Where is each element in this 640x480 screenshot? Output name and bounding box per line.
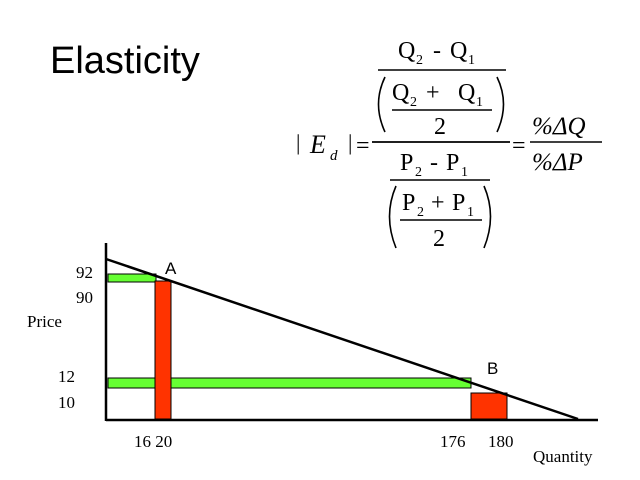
elasticity-symbol: E [309, 130, 326, 159]
y-axis-label: Price [27, 312, 62, 331]
point-a-label: A [165, 259, 177, 278]
x-axis-label: Quantity [533, 447, 593, 466]
minus-sign: - [430, 150, 438, 176]
slide-title: Elasticity [50, 40, 200, 82]
quantity-change-rect-a [154, 280, 172, 420]
q2-symbol: Q [398, 38, 415, 64]
divisor-two: 2 [433, 226, 445, 252]
divisor-two: 2 [434, 114, 446, 140]
elasticity-subscript: d [330, 148, 338, 164]
y-tick-10: 10 [58, 393, 75, 412]
q1-subscript: 1 [476, 95, 483, 110]
abs-bar-left: | [296, 130, 300, 155]
x-tick-16-20: 16 20 [134, 432, 172, 451]
abs-bar-right: | [348, 130, 352, 155]
p1-subscript: 1 [467, 205, 474, 220]
x-tick-176: 176 [440, 432, 466, 451]
q2-subscript: 2 [416, 53, 423, 68]
demand-graph: A B 92 90 12 10 Price 16 20 176 180 Quan… [27, 243, 598, 466]
plus-sign: + [431, 190, 445, 216]
left-paren [377, 76, 386, 133]
q2-symbol: Q [392, 80, 409, 106]
point-b-label: B [487, 359, 498, 378]
y-tick-12: 12 [58, 367, 75, 386]
quantity-change-rect-b [470, 392, 508, 420]
equals-sign-2: = [512, 133, 526, 159]
p2-subscript: 2 [415, 165, 422, 180]
quantity-numerator: Q 2 - Q 1 [398, 38, 475, 68]
x-tick-180: 180 [488, 432, 514, 451]
percent-change-quantity: %ΔQ [532, 113, 586, 140]
y-tick-92: 92 [76, 263, 93, 282]
p1-subscript: 1 [461, 165, 468, 180]
q2-subscript: 2 [410, 95, 417, 110]
elasticity-formula: | E d | = Q 2 - Q 1 Q 2 + Q 1 2 [296, 38, 602, 252]
p1-symbol: P [452, 190, 465, 216]
y-tick-90: 90 [76, 288, 93, 307]
p2-subscript: 2 [417, 205, 424, 220]
equals-sign-1: = [356, 133, 370, 159]
left-paren [388, 185, 397, 249]
plus-sign: + [426, 80, 440, 106]
minus-sign: - [433, 38, 441, 64]
percent-change-price: %ΔP [532, 149, 583, 176]
q1-symbol: Q [458, 80, 475, 106]
price-numerator: P 2 - P 1 [400, 150, 468, 180]
p1-symbol: P [446, 150, 459, 176]
quantity-denominator: Q 2 + Q 1 2 [377, 76, 505, 140]
right-paren [496, 76, 505, 133]
q1-subscript: 1 [468, 53, 475, 68]
q1-symbol: Q [450, 38, 467, 64]
p2-symbol: P [400, 150, 413, 176]
price-denominator: P 2 + P 1 2 [388, 185, 492, 252]
price-change-rect-a [107, 273, 157, 283]
p2-symbol: P [402, 190, 415, 216]
demand-curve [105, 257, 579, 421]
right-paren [483, 185, 492, 249]
